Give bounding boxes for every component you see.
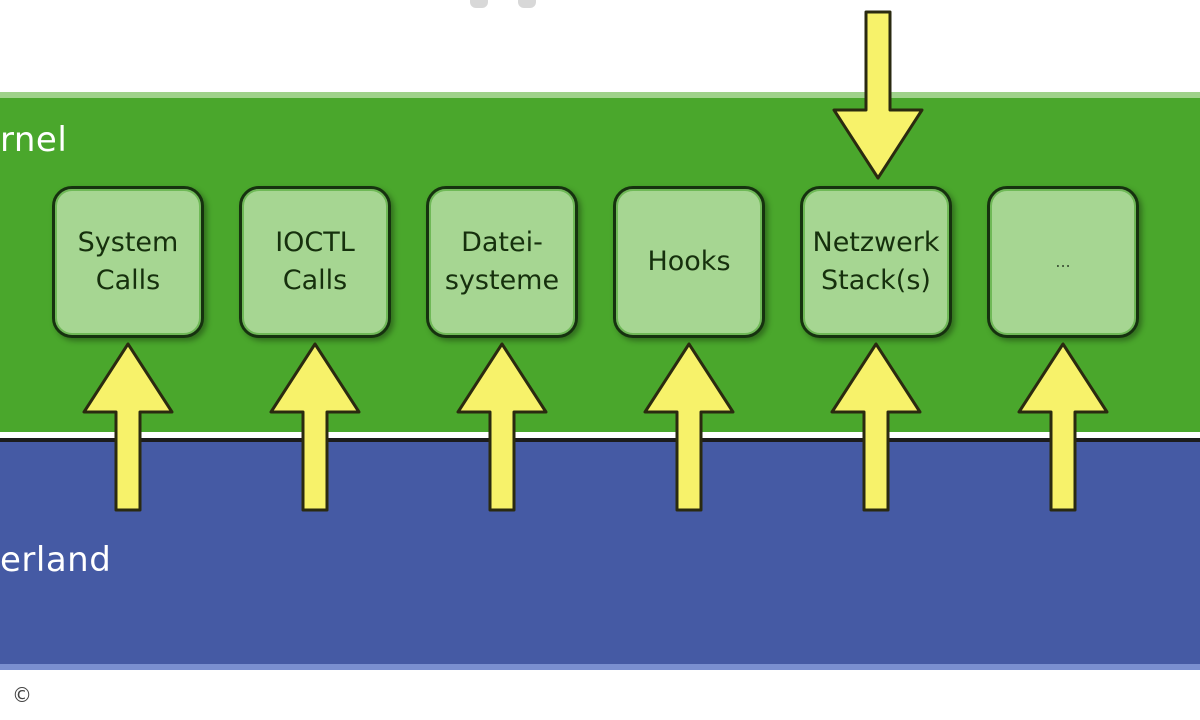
top-text-fragment (470, 0, 550, 12)
component-dateisysteme: Datei- systeme (426, 186, 578, 338)
copyright-mark: © (12, 683, 32, 707)
userland-layer (0, 442, 1200, 670)
component-netzwerk-stacks: Netzwerk Stack(s) (800, 186, 952, 338)
layer-divider-line (0, 438, 1200, 442)
component-hooks: Hooks (613, 186, 765, 338)
component-label: System Calls (77, 227, 179, 296)
component-label: ... (1055, 252, 1071, 271)
component-label: Datei- systeme (444, 227, 560, 296)
component-label: IOCTL Calls (275, 227, 355, 296)
component-system-calls: System Calls (52, 186, 204, 338)
component-label: Netzwerk Stack(s) (812, 227, 940, 296)
component-more: ... (987, 186, 1139, 338)
userland-layer-label: erland (0, 540, 112, 580)
kernel-layer-label: rnel (0, 120, 68, 160)
component-label: Hooks (647, 246, 731, 277)
component-ioctl-calls: IOCTL Calls (239, 186, 391, 338)
